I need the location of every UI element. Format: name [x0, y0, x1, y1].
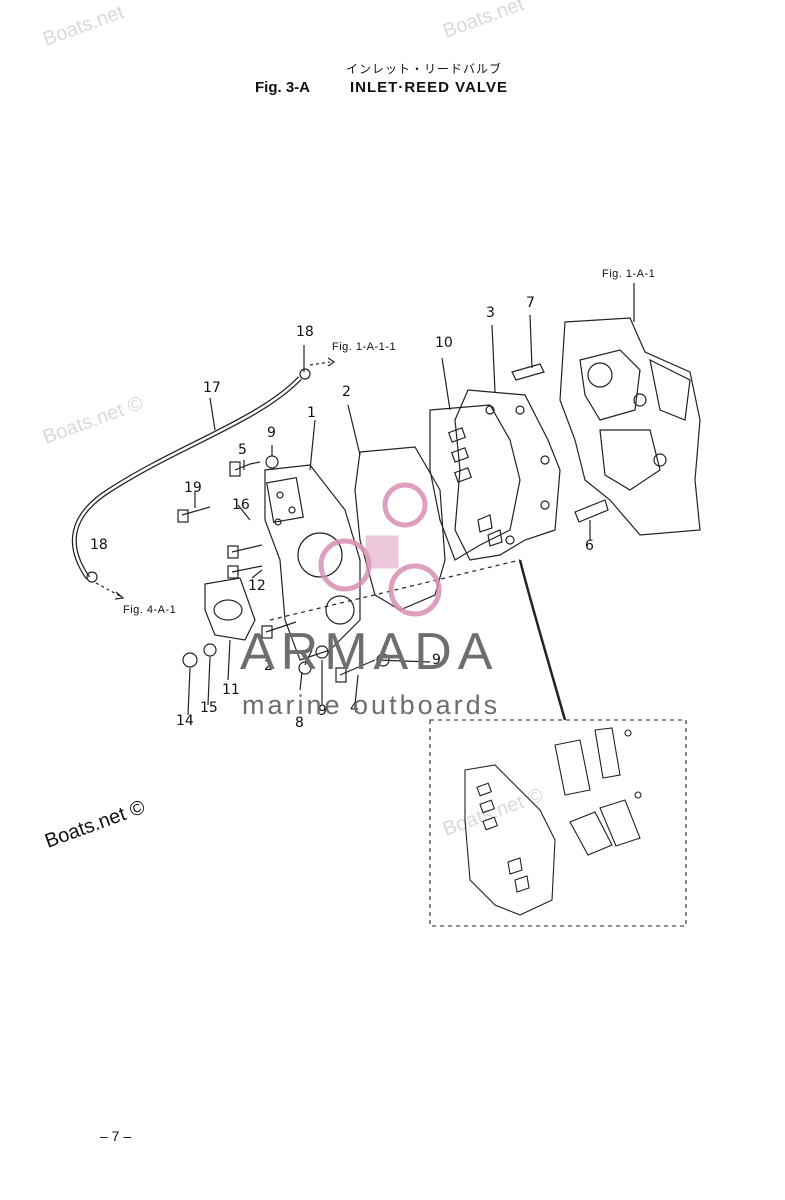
part-number: 18 [296, 324, 314, 340]
part-number: 19 [184, 480, 202, 496]
part-number: 9 [432, 652, 441, 668]
part-number: 2 [342, 384, 351, 400]
part-number: 14 [176, 713, 194, 729]
figure-label: Fig. 3-A [255, 79, 310, 96]
part-number: 8 [295, 715, 304, 731]
part-number: 4 [350, 700, 359, 716]
armada-logo-icon [318, 482, 442, 617]
title-japanese: インレット・リードバルブ [346, 62, 503, 76]
part-number: 18 [90, 537, 108, 553]
part-number: 2 [264, 658, 273, 674]
part-number: 3 [486, 305, 495, 321]
part-number: 5 [238, 442, 247, 458]
page-number: – 7 – [100, 1128, 132, 1144]
part-number: 12 [248, 578, 266, 594]
part-number: 10 [435, 335, 453, 351]
part-number: 15 [200, 700, 218, 716]
part-number: 11 [222, 682, 240, 698]
ref-fig-4a1: Fig. 4-A-1 [123, 604, 177, 616]
part-number: 17 [203, 380, 221, 396]
part-number: 6 [585, 538, 594, 554]
ref-fig-1a11: Fig. 1-A-1-1 [332, 341, 397, 353]
part-number: 16 [232, 497, 250, 513]
title-english: INLET·REED VALVE [350, 79, 508, 96]
ref-fig-1a1: Fig. 1-A-1 [602, 268, 656, 280]
part-number: 1 [307, 405, 316, 421]
part-number: 7 [526, 295, 535, 311]
part-number: 9 [267, 425, 276, 441]
part-number: 9 [318, 703, 327, 719]
brand-name: ARMADA [240, 623, 499, 681]
brand-tagline: marine outboards [242, 690, 501, 720]
